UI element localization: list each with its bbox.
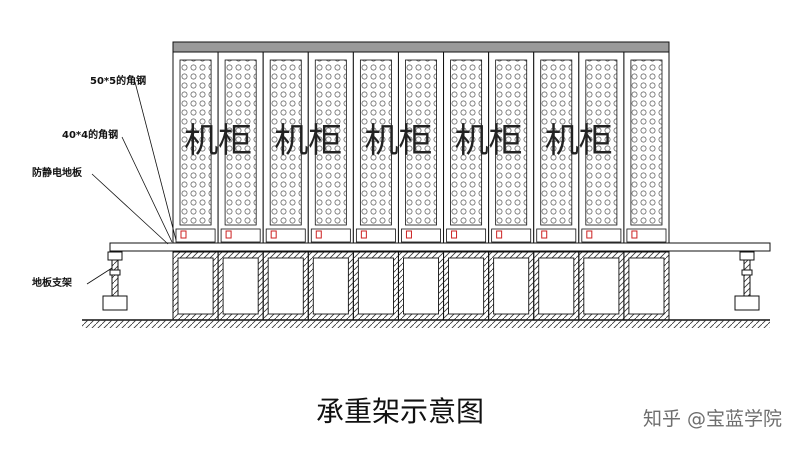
callout-floor-support: 地板支架 bbox=[32, 276, 72, 289]
cabinet bbox=[533, 51, 580, 245]
cabinet-foot-marker bbox=[451, 230, 458, 239]
frame-bay bbox=[488, 251, 535, 321]
frame-bay bbox=[172, 251, 219, 321]
cabinet-label: 机柜 bbox=[274, 121, 342, 161]
floor-support-right bbox=[734, 251, 760, 311]
callout-50-angle-steel: 50*5的角钢 bbox=[90, 74, 146, 87]
cabinet bbox=[217, 51, 264, 245]
cabinet-perforated-door bbox=[224, 59, 257, 226]
cabinet-perforated-door bbox=[405, 59, 437, 226]
callout-antistatic-floor: 防静电地板 bbox=[32, 166, 83, 179]
cabinet bbox=[623, 51, 670, 245]
frame-bay bbox=[217, 251, 264, 321]
frame-bay-inner bbox=[222, 257, 259, 315]
frame-bay-inner bbox=[312, 257, 349, 315]
cabinet-foot-marker bbox=[360, 230, 367, 239]
cabinet-foot-marker bbox=[315, 230, 322, 239]
cabinet bbox=[397, 51, 445, 245]
cabinet-foot-marker bbox=[270, 230, 277, 239]
callout-40-angle-steel: 40*4的角钢 bbox=[62, 128, 118, 141]
frame-bay-inner bbox=[267, 257, 304, 315]
cabinet bbox=[262, 51, 309, 245]
frame-bay-inner bbox=[538, 257, 575, 315]
frame-bay-inner bbox=[177, 257, 214, 315]
cabinet-perforated-door bbox=[450, 59, 483, 226]
cabinet-perforated-door bbox=[269, 59, 302, 226]
watermark: 知乎 @宝蓝学院 bbox=[643, 408, 782, 430]
cabinet-perforated-door bbox=[540, 59, 573, 226]
cabinet-foot-marker bbox=[541, 230, 548, 239]
cabinet-label: 机柜 bbox=[364, 121, 432, 161]
frame-bay-inner bbox=[448, 257, 485, 315]
cabinet-perforated-door bbox=[630, 59, 663, 226]
cabinet-perforated-door bbox=[314, 59, 347, 226]
cabinet bbox=[488, 51, 535, 245]
cabinet bbox=[352, 51, 399, 245]
frame-bay bbox=[443, 251, 490, 321]
cabinet-perforated-door bbox=[585, 59, 618, 226]
load-bearing-frame bbox=[172, 251, 670, 321]
frame-bay-inner bbox=[403, 257, 439, 315]
cabinet bbox=[307, 51, 354, 245]
frame-bay-inner bbox=[493, 257, 530, 315]
diagram-caption: 承重架示意图 bbox=[316, 395, 484, 428]
cabinet-labels: 机柜机柜机柜机柜机柜 bbox=[184, 121, 613, 161]
cabinet-foot-marker bbox=[496, 230, 503, 239]
cabinet-row bbox=[172, 41, 670, 245]
cabinet-label: 机柜 bbox=[184, 121, 252, 161]
cabinet-foot-marker bbox=[631, 230, 638, 239]
cabinet-foot-marker bbox=[586, 230, 593, 239]
frame-bay-inner bbox=[628, 257, 665, 315]
cabinet-perforated-door bbox=[359, 59, 392, 226]
frame-bay bbox=[397, 251, 445, 321]
callout-leaders bbox=[86, 81, 177, 285]
ground-slab bbox=[82, 319, 770, 328]
antistatic-floor-panel bbox=[109, 242, 771, 252]
frame-bay-inner bbox=[357, 257, 394, 315]
cabinet bbox=[578, 51, 625, 245]
cabinet-label: 机柜 bbox=[545, 121, 613, 161]
cabinet bbox=[443, 51, 490, 245]
cabinet-perforated-door bbox=[495, 59, 528, 226]
frame-bay bbox=[533, 251, 580, 321]
frame-bay bbox=[307, 251, 354, 321]
frame-bay-inner bbox=[583, 257, 620, 315]
frame-bay bbox=[352, 251, 399, 321]
cabinet-label: 机柜 bbox=[455, 121, 523, 161]
frame-bay bbox=[262, 251, 309, 321]
frame-bay bbox=[578, 251, 625, 321]
cabinet-foot-marker bbox=[180, 230, 187, 239]
cabinet-foot-marker bbox=[225, 230, 232, 239]
floor-support-left bbox=[102, 251, 128, 311]
cabinet-top-band bbox=[172, 41, 670, 53]
cabinet-perforated-door bbox=[179, 59, 212, 226]
cabinet-foot-marker bbox=[405, 230, 412, 239]
frame-bay bbox=[623, 251, 670, 321]
